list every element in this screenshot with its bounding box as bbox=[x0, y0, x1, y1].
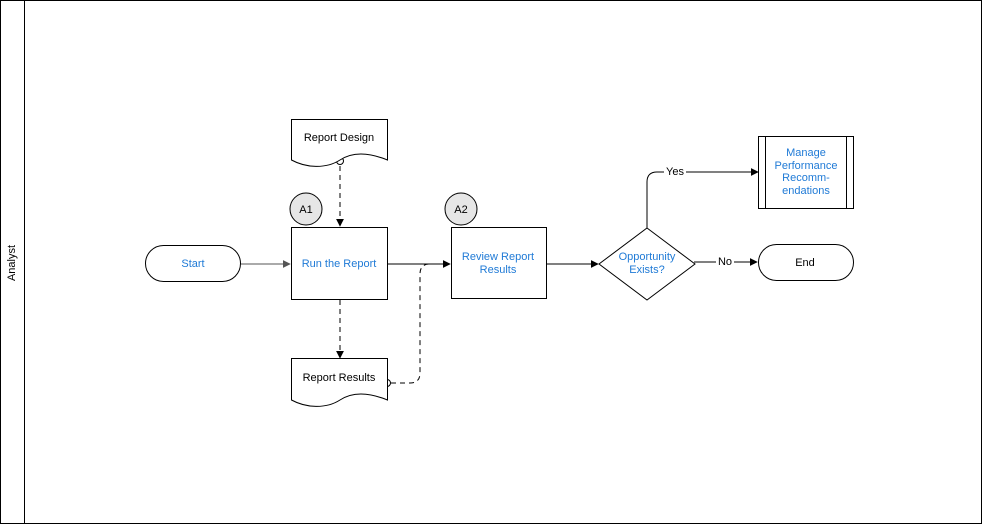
a2-badge bbox=[444, 192, 478, 226]
a2-badge-label: A2 bbox=[454, 204, 467, 216]
edge-label-no: No bbox=[718, 256, 732, 268]
a1-badge bbox=[289, 192, 323, 226]
manage-perf-line1: Manage bbox=[786, 147, 826, 159]
edge-label-yes: Yes bbox=[666, 166, 684, 178]
report-design-label: Report Design bbox=[304, 132, 374, 144]
manage-perf-line4: endations bbox=[782, 185, 830, 197]
swimlane-label: Analyst bbox=[6, 245, 18, 281]
manage-perf-line3: Recomm- bbox=[782, 172, 830, 184]
manage-performance-subprocess[interactable] bbox=[758, 136, 854, 209]
a1-badge-label: A1 bbox=[299, 204, 312, 216]
run-report-process[interactable] bbox=[291, 227, 388, 300]
edge-yes bbox=[646, 168, 759, 228]
opportunity-decision[interactable] bbox=[598, 227, 696, 301]
yes-label-bg bbox=[664, 165, 686, 178]
start-terminator[interactable] bbox=[145, 245, 241, 282]
no-label-bg bbox=[716, 255, 734, 268]
end-label: End bbox=[795, 257, 815, 269]
decision-label-line1: Opportunity bbox=[619, 251, 676, 263]
manage-perf-line2: Performance bbox=[775, 160, 838, 172]
edge-results-to-review bbox=[391, 263, 446, 384]
review-results-label-line1: Review Report bbox=[462, 251, 534, 263]
decision-label-line2: Exists? bbox=[629, 264, 664, 276]
end-terminator[interactable] bbox=[758, 244, 854, 281]
run-report-label: Run the Report bbox=[302, 258, 377, 270]
start-label: Start bbox=[181, 258, 204, 270]
review-results-label-line2: Results bbox=[480, 264, 517, 276]
review-results-process[interactable] bbox=[451, 227, 547, 299]
report-design-document[interactable] bbox=[291, 119, 388, 167]
report-results-label: Report Results bbox=[303, 372, 376, 384]
report-results-document[interactable] bbox=[291, 358, 388, 407]
